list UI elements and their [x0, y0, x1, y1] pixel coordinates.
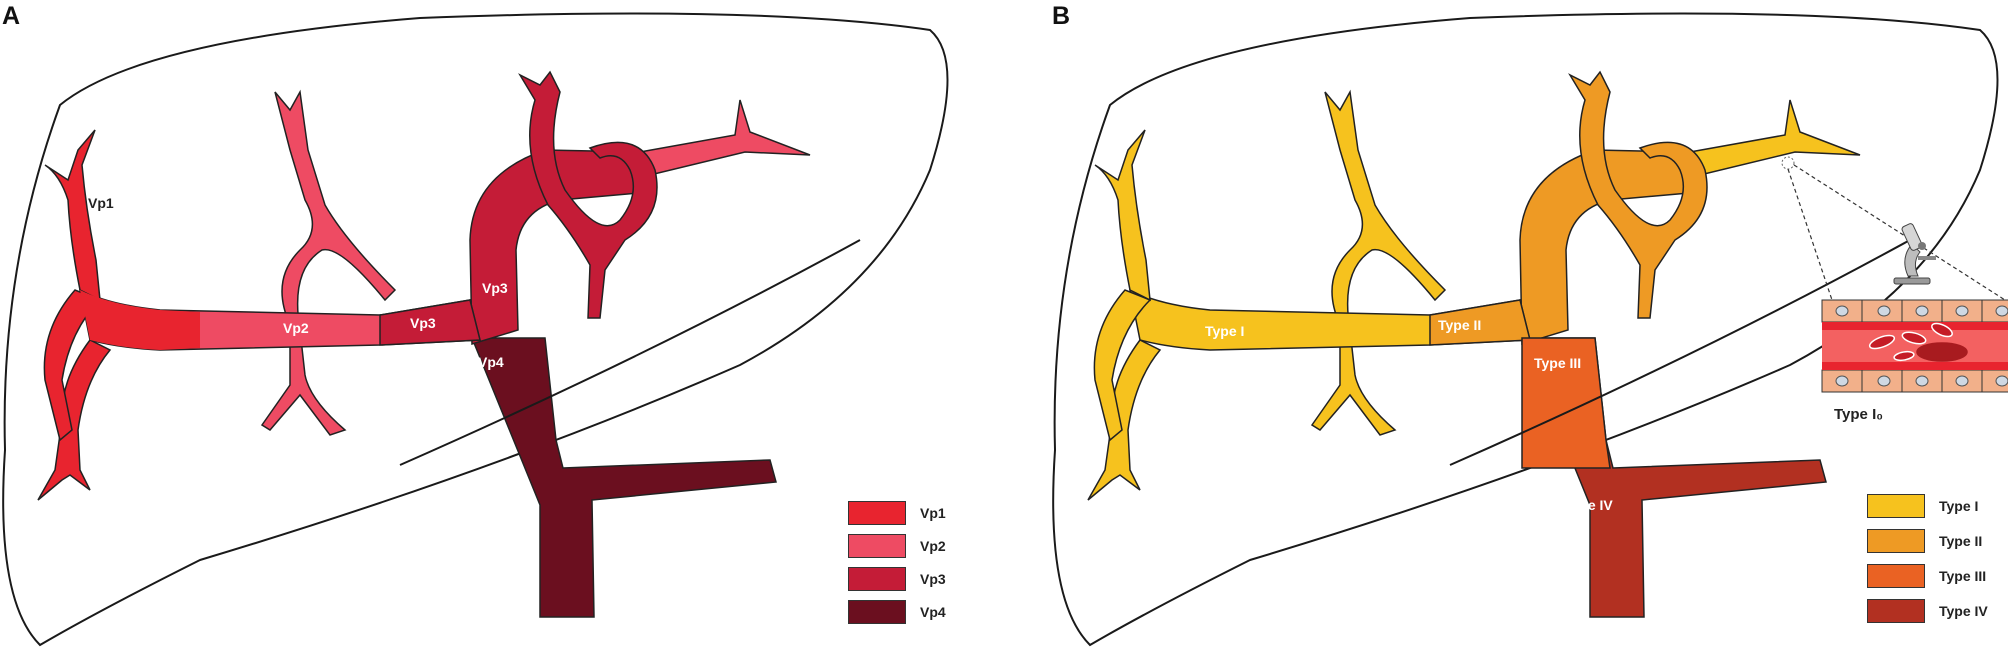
panel-letter-b: B	[1052, 2, 1071, 30]
legend-item-vp2: Vp2	[848, 533, 946, 559]
legend-label: Vp4	[920, 604, 946, 620]
label-type-ii: Type II	[1438, 317, 1481, 333]
legend-label: Vp2	[920, 538, 946, 554]
label-vp4: Vp4	[478, 354, 504, 370]
vessel-inset	[1821, 299, 2008, 393]
legend-label: Type III	[1939, 568, 1987, 584]
legend-swatch	[848, 501, 906, 525]
label-type-iii: Type III	[1534, 355, 1581, 371]
legend-label: Vp1	[920, 505, 946, 521]
label-vp3-lower: Vp3	[410, 315, 436, 331]
legend-item-type-iv: Type IV	[1867, 598, 1988, 624]
legend-label: Type II	[1939, 533, 1983, 549]
label-type-i: Type I	[1205, 323, 1244, 339]
legend-item-type-ii: Type II	[1867, 528, 1982, 554]
legend-swatch	[848, 600, 906, 624]
legend-swatch	[1867, 494, 1925, 518]
legend-item-vp1: Vp1	[848, 500, 946, 526]
legend-item-type-iii: Type III	[1867, 563, 1986, 589]
legend-swatch	[848, 534, 906, 558]
panel-letter-a: A	[2, 2, 21, 30]
red-blood-cell-icon	[1868, 322, 1968, 362]
legend-label: Type IV	[1939, 603, 1988, 619]
panel-a-liver-diagram: Vp1 Vp2 Vp3 Vp3 Vp4	[2, 12, 949, 647]
label-vp3-upper: Vp3	[482, 280, 508, 296]
legend-swatch	[1867, 564, 1925, 588]
label-vp1: Vp1	[88, 195, 114, 211]
legend-item-type-i: Type I	[1867, 493, 1978, 519]
legend-item-vp3: Vp3	[848, 566, 946, 592]
legend-label: Type I	[1939, 498, 1979, 514]
legend-swatch	[1867, 529, 1925, 553]
legend-label: Vp3	[920, 571, 946, 587]
microscope-icon	[1893, 223, 1936, 285]
endothelial-cell-icon	[1835, 305, 2008, 387]
inset-caption: Type I₀	[1834, 406, 1883, 423]
legend-swatch	[848, 567, 906, 591]
legend-swatch	[1867, 599, 1925, 623]
label-vp2: Vp2	[283, 320, 309, 336]
legend-item-vp4: Vp4	[848, 599, 946, 625]
panel-b-liver-diagram: Type I Type II Type III Type IV	[1052, 12, 2008, 647]
label-type-iv: Type IV	[1564, 497, 1613, 513]
